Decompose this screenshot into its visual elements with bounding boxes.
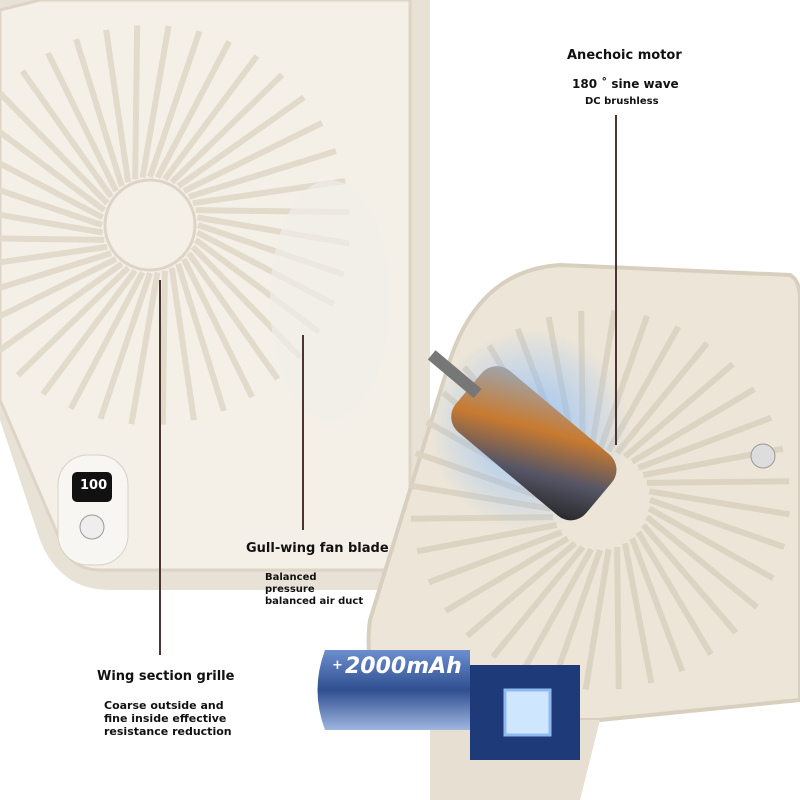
grille-spoke xyxy=(128,271,161,425)
grille-spoke xyxy=(0,235,105,243)
left-fan xyxy=(0,0,430,590)
grille-spoke xyxy=(465,541,577,639)
grille-spoke xyxy=(40,268,138,396)
grille-spoke xyxy=(614,341,710,455)
grille-spoke xyxy=(645,514,759,610)
grille-spoke xyxy=(15,265,131,378)
grille-spoke xyxy=(649,497,786,550)
grille-spoke xyxy=(0,211,104,236)
motor-line1: 180 ˚ sine wave xyxy=(572,77,679,91)
motor-line2: DC brushless xyxy=(585,96,659,107)
grille-spoke xyxy=(427,529,563,586)
motor-title: Anechoic motor xyxy=(567,48,682,63)
grille-spoke xyxy=(0,128,107,213)
blade-title: Gull-wing fan blade xyxy=(246,541,389,556)
grille-spoke xyxy=(0,160,104,221)
blade-desc: Balanced pressure balanced air duct xyxy=(265,572,364,607)
grille-spoke xyxy=(175,262,227,412)
grille-spoke xyxy=(550,549,603,686)
grille-spoke xyxy=(0,256,118,320)
grille-spoke xyxy=(0,250,113,291)
grille-spoke xyxy=(132,25,141,180)
grille-spoke xyxy=(582,548,612,690)
grille-spoke xyxy=(97,272,153,420)
grille-desc: Coarse outside and fine inside effective… xyxy=(104,699,232,738)
grille-spoke xyxy=(169,72,285,185)
motor-callout-line xyxy=(615,115,617,445)
grille-spoke xyxy=(444,535,570,614)
grille-spoke xyxy=(0,90,110,206)
grille-spoke xyxy=(0,187,103,228)
battery-capacity: 2000mAh xyxy=(345,654,462,679)
grille-spoke xyxy=(154,39,232,179)
grille-spoke xyxy=(519,547,594,675)
blade-callout-line xyxy=(302,335,304,530)
grille-spoke xyxy=(176,94,306,189)
grille-title: Wing section grille xyxy=(97,669,235,684)
motor-image xyxy=(427,330,630,530)
grille-spoke xyxy=(159,270,168,425)
grille-spoke xyxy=(623,361,735,459)
grille-spoke xyxy=(168,267,197,421)
grille-spoke xyxy=(630,386,756,465)
grille-spoke xyxy=(19,69,114,199)
grille-spoke xyxy=(647,506,775,581)
grille-spoke xyxy=(622,542,655,684)
grille-spoke xyxy=(68,271,146,411)
grille-spoke xyxy=(646,478,790,486)
grille-spoke xyxy=(139,25,172,179)
grille-spoke xyxy=(182,120,324,194)
battery-plus: + xyxy=(332,658,343,673)
grille-spoke xyxy=(637,414,773,471)
grille-spoke xyxy=(648,488,790,518)
battery-image xyxy=(317,650,580,760)
grille-spoke xyxy=(0,261,124,354)
grille-callout-line xyxy=(159,280,161,655)
grille-spoke xyxy=(45,51,119,193)
grille-spoke xyxy=(186,251,281,381)
fan-display: 100 xyxy=(80,478,108,493)
grille-spoke xyxy=(103,29,132,183)
grille-spoke xyxy=(0,243,108,266)
grille-spoke xyxy=(490,545,586,659)
grille-spoke xyxy=(641,523,739,635)
grille-spoke xyxy=(147,30,203,178)
grille-spoke xyxy=(181,257,255,399)
grille-spoke xyxy=(162,54,260,182)
grille-spoke xyxy=(614,546,622,690)
grille-spoke xyxy=(629,537,686,673)
grille-spoke xyxy=(73,38,125,188)
grille-spoke xyxy=(635,530,714,656)
grille-spoke xyxy=(187,148,337,200)
